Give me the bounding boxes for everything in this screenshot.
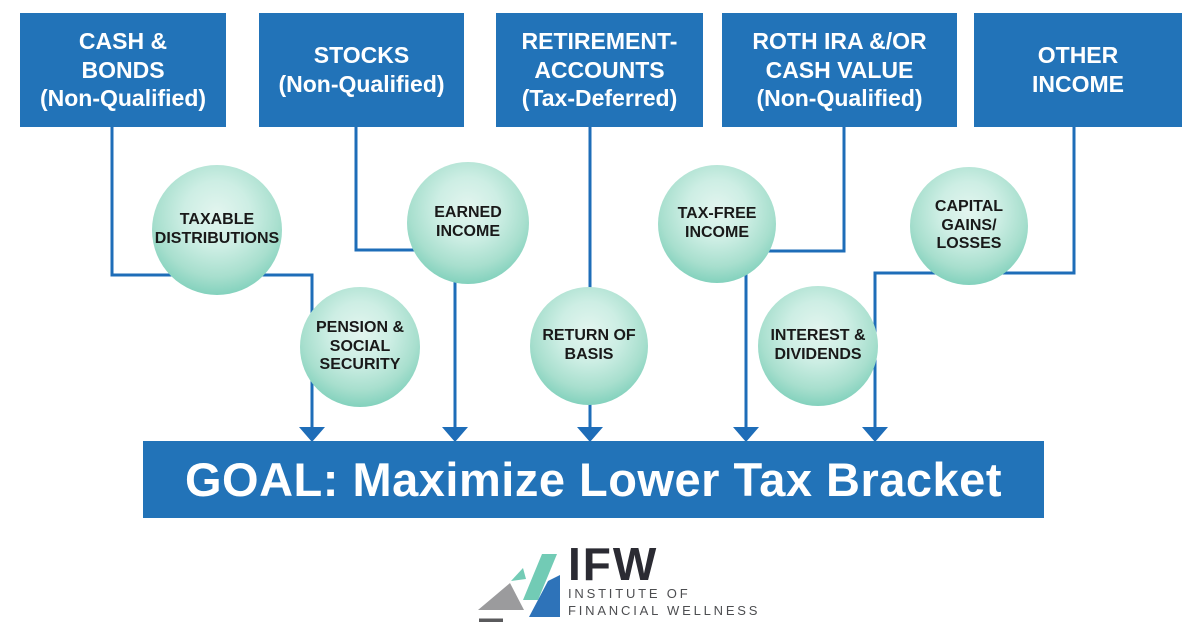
arrowhead-tax-free-column (733, 427, 759, 442)
connector-stocks-to-earned-income (354, 127, 420, 252)
circle-pension-social-security: PENSION & SOCIAL SECURITY (300, 287, 420, 407)
ifw-logo-mark-icon (478, 554, 560, 622)
box-cash-bonds: CASH & BONDS (Non-Qualified) (20, 13, 226, 127)
arrowhead-interest-dividends-column (862, 427, 888, 442)
circle-interest-dividends: INTEREST & DIVIDENDS (758, 286, 878, 406)
circle-return-of-basis: RETURN OF BASIS (530, 287, 648, 405)
arrowhead-pension-column (299, 427, 325, 442)
circle-taxable-distributions: TAXABLE DISTRIBUTIONS (152, 165, 282, 295)
ifw-logo: IFW INSTITUTE OF FINANCIAL WELLNESS (474, 538, 761, 624)
box-roth-ira-cash-value: ROTH IRA &/OR CASH VALUE (Non-Qualified) (722, 13, 957, 127)
connector-roth-to-tax-free-income (762, 127, 846, 253)
goal-banner: GOAL: Maximize Lower Tax Bracket (143, 441, 1044, 518)
circle-earned-income: EARNED INCOME (407, 162, 529, 284)
arrowhead-return-of-basis-column (577, 427, 603, 442)
box-other-income: OTHER INCOME (974, 13, 1182, 127)
box-retirement-accounts: RETIREMENT- ACCOUNTS (Tax-Deferred) (496, 13, 703, 127)
ifw-logo-line1: INSTITUTE OF (568, 586, 691, 601)
box-stocks: STOCKS (Non-Qualified) (259, 13, 464, 127)
arrowhead-earned-income-column (442, 427, 468, 442)
circle-capital-gains-losses: CAPITAL GAINS/ LOSSES (910, 167, 1028, 285)
circle-tax-free-income: TAX-FREE INCOME (658, 165, 776, 283)
ifw-logo-line2: FINANCIAL WELLNESS (568, 603, 761, 618)
ifw-logo-acronym: IFW (568, 538, 659, 590)
ifw-logo-text: IFW INSTITUTE OF FINANCIAL WELLNESS (568, 538, 761, 618)
